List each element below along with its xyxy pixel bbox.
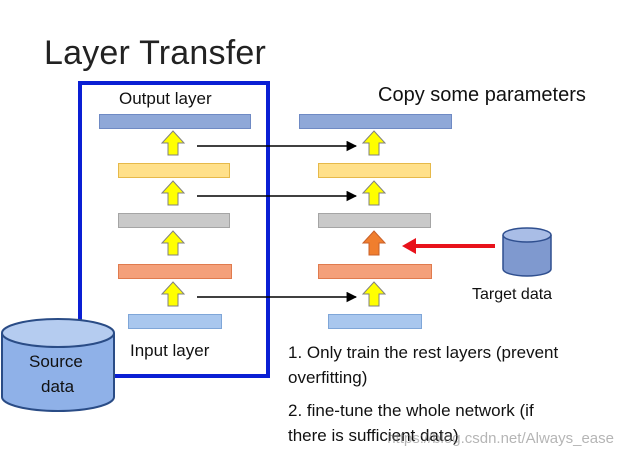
target-layer-5	[328, 314, 422, 329]
note-1-line-1: 1. Only train the rest layers (prevent	[288, 343, 559, 362]
source-layer-1	[99, 114, 251, 129]
page-title: Layer Transfer	[44, 34, 267, 72]
source-layer-3	[118, 213, 230, 228]
target-layer-3	[318, 213, 431, 228]
copy-parameters-label: Copy some parameters	[378, 84, 586, 106]
up-arrow-icon	[160, 180, 186, 206]
source-layer-5	[128, 314, 222, 329]
target-layer-1	[299, 114, 452, 129]
watermark: https://blog.csdn.net/Always_ease	[387, 430, 614, 447]
output-layer-label: Output layer	[119, 89, 212, 108]
note-2: 2. fine-tune the whole network (if there…	[288, 398, 534, 448]
target-layer-4	[318, 264, 432, 279]
source-layer-4	[118, 264, 232, 279]
source-data-label-line1: Source	[29, 352, 83, 371]
source-data-cylinder-icon	[0, 318, 115, 412]
target-data-cylinder-icon	[502, 227, 552, 277]
target-data-label: Target data	[472, 286, 553, 303]
source-network-frame	[78, 81, 270, 378]
red-left-arrow	[402, 238, 495, 254]
up-arrow-icon	[361, 130, 387, 156]
note-2-line-1: 2. fine-tune the whole network (if	[288, 401, 534, 420]
source-data-label-line2: data	[41, 377, 75, 396]
up-arrow-icon	[160, 130, 186, 156]
target-layer-2	[318, 163, 431, 178]
source-layer-2	[118, 163, 230, 178]
note-2-line-2: there is sufficient data)	[288, 426, 459, 445]
note-1: 1. Only train the rest layers (prevent o…	[288, 340, 558, 390]
input-layer-label: Input layer	[130, 341, 210, 360]
up-arrow-icon	[160, 281, 186, 307]
note-1-line-2: overfitting)	[288, 368, 368, 387]
up-arrow-icon	[361, 180, 387, 206]
orange-up-arrow-icon	[361, 230, 387, 256]
up-arrow-icon	[361, 281, 387, 307]
up-arrow-icon	[160, 230, 186, 256]
